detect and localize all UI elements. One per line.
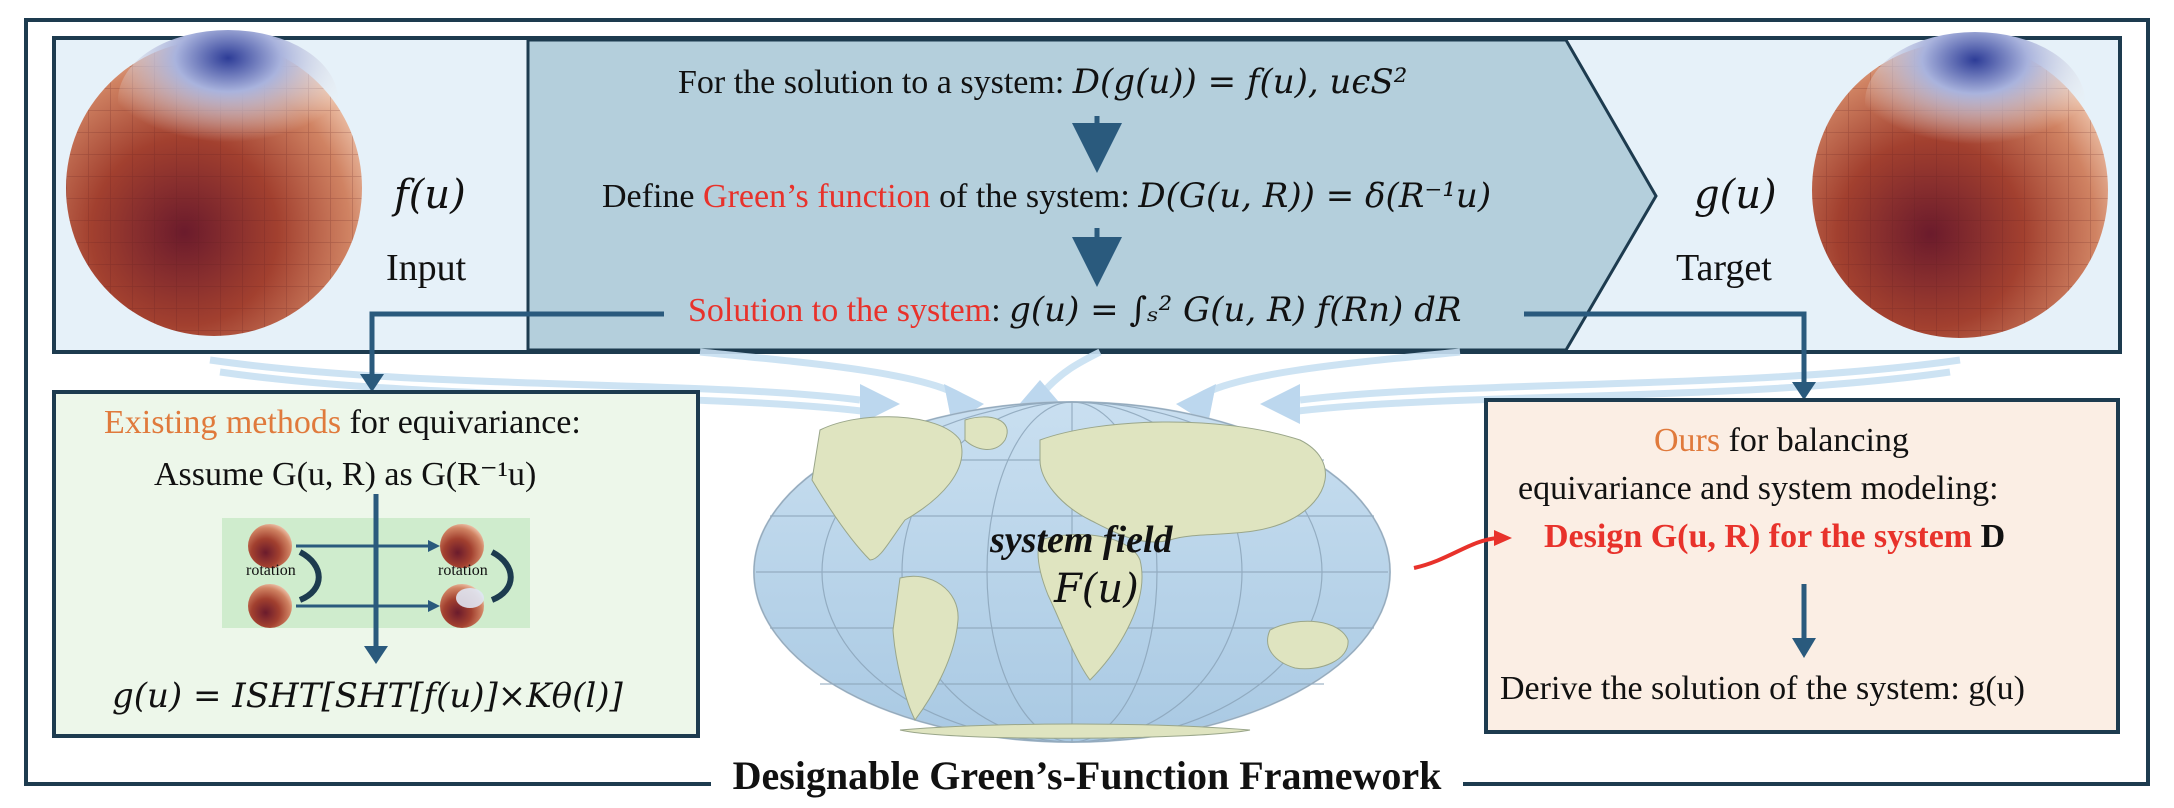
world-map-icon bbox=[753, 401, 1391, 743]
derive-line: Derive the solution of the system: g(u) bbox=[1500, 670, 2026, 707]
line3-post: : bbox=[991, 292, 1010, 329]
greens-function-line: Define Green’s function of the system: D… bbox=[602, 176, 1491, 216]
rotation-label-left: rotation bbox=[246, 562, 296, 579]
design-line: Design G(u, R) for the system D bbox=[1544, 518, 2005, 556]
small-sphere-icon bbox=[248, 524, 484, 628]
chevron-panel bbox=[526, 38, 1658, 352]
greens-function-highlight: Green’s function bbox=[703, 178, 931, 215]
input-symbol: f(u) bbox=[394, 172, 466, 218]
line3-math: g(u) = ∫ₛ² G(u, R) f(Rn) dR bbox=[1009, 290, 1462, 330]
existing-formula: g(u) = ISHT[SHT[f(u)]×Kθ(l)] bbox=[112, 676, 623, 716]
solution-line: Solution to the system: g(u) = ∫ₛ² G(u, … bbox=[682, 290, 1468, 330]
system-field-label: system field bbox=[990, 519, 1173, 561]
ours-highlight: Ours bbox=[1654, 422, 1721, 459]
connector-right bbox=[1524, 311, 1807, 384]
target-label: Target bbox=[1676, 247, 1772, 289]
line1-text: For the solution to a system: bbox=[678, 64, 1073, 101]
line2-math: D(G(u, R)) = δ(R⁻¹u) bbox=[1138, 176, 1492, 216]
red-curve-arrow bbox=[1413, 536, 1499, 570]
solution-highlight: Solution to the system bbox=[688, 292, 992, 329]
rotation-curve-left bbox=[298, 549, 322, 603]
connector-left bbox=[369, 311, 664, 376]
target-symbol: g(u) bbox=[1694, 172, 1777, 218]
framework-title-bar: Designable Green’s-Function Framework bbox=[0, 752, 2174, 799]
rotation-curve-right bbox=[490, 549, 514, 603]
ours-panel bbox=[1484, 398, 2120, 734]
ours-heading-line2: equivariance and system modeling: bbox=[1518, 470, 1999, 507]
line1-math: D(g(u)) = f(u), uϵS² bbox=[1072, 62, 1408, 102]
assume-line: Assume G(u, R) as G(R⁻¹u) bbox=[150, 454, 541, 494]
rotation-label-right: rotation bbox=[438, 562, 488, 579]
framework-title: Designable Green’s-Function Framework bbox=[710, 753, 1464, 798]
system-definition-line: For the solution to a system: D(g(u)) = … bbox=[678, 62, 1407, 102]
existing-methods-heading: Existing methods for equivariance: bbox=[104, 404, 581, 442]
input-sphere-icon bbox=[66, 30, 362, 336]
design-symbol: D bbox=[1980, 518, 2006, 555]
target-sphere-icon bbox=[1812, 32, 2108, 338]
existing-methods-highlight: Existing methods bbox=[104, 404, 342, 441]
design-highlight: Design G(u, R) for the system bbox=[1544, 518, 1973, 555]
line2-pre: Define bbox=[602, 178, 704, 215]
system-field-symbol: F(u) bbox=[1054, 566, 1139, 612]
existing-methods-post: for equivariance: bbox=[341, 404, 581, 441]
line2-post: of the system: bbox=[930, 178, 1139, 215]
input-label: Input bbox=[386, 247, 467, 289]
ours-heading: Ours for balancing bbox=[1654, 422, 1909, 460]
ours-post: for balancing bbox=[1720, 422, 1909, 459]
